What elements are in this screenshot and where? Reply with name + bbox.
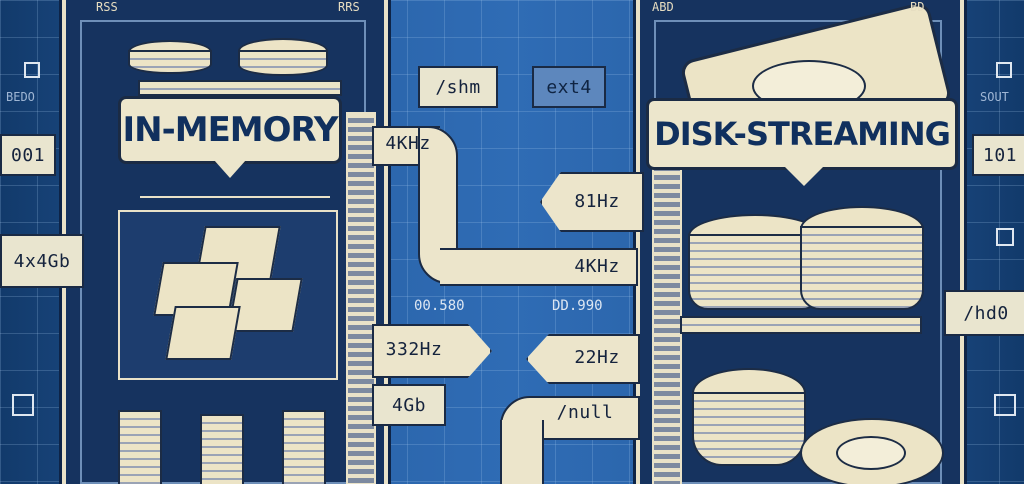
code-label-right: DD.990: [552, 298, 603, 314]
left-arrow-icon: [526, 334, 640, 384]
memory-module-icon: [118, 410, 162, 484]
side-text-right: SOUT: [980, 90, 1009, 104]
code-label-left: 00.580: [414, 298, 465, 314]
side-text-left: BEDO: [6, 90, 35, 104]
top-text-bd: BD: [910, 0, 925, 14]
rate-label-81hz: 81Hz: [574, 190, 620, 212]
disk-stack-icon: [800, 226, 924, 310]
schematic-box-icon: [996, 228, 1014, 246]
memory-rail: [138, 80, 342, 96]
flow-arrow-shaft: [440, 248, 638, 286]
schematic-box-icon: [994, 394, 1016, 416]
right-ladder-rail: [652, 160, 682, 484]
top-text-rss: RSS: [96, 0, 118, 14]
path-label-shm: /shm: [418, 66, 498, 108]
memory-disk-stack-icon: [238, 50, 328, 76]
memory-size-label: 4x4Gb: [0, 234, 84, 288]
disk-streaming-title: DISK-STREAMING: [646, 98, 958, 170]
top-text-rrs: RRS: [338, 0, 360, 14]
disk-stack-icon: [688, 234, 822, 310]
path-label-null: /null: [556, 401, 614, 423]
memory-module-icon: [200, 414, 244, 484]
memory-module-icon: [282, 410, 326, 484]
callout-pointer: [784, 166, 824, 186]
schematic-box-icon: [12, 394, 34, 416]
rate-label-332hz: 332Hz: [385, 338, 443, 360]
memory-disk-stack-icon: [128, 50, 212, 74]
right-arrow-icon: [372, 324, 492, 378]
rate-label-4khz-bottom: 4KHz: [574, 255, 620, 277]
memory-cube-icon: [227, 278, 303, 332]
flow-arrow-shaft: [500, 420, 544, 484]
device-label-hd0: /hd0: [944, 290, 1024, 336]
callout-pointer: [214, 160, 246, 178]
size-label-4gb: 4Gb: [372, 384, 446, 426]
memory-bus-line: [140, 196, 330, 198]
fs-label-ext4: ext4: [532, 66, 606, 108]
in-memory-title: IN-MEMORY: [118, 96, 342, 164]
disk-stack-icon: [692, 392, 806, 466]
spindle-icon: [836, 436, 906, 470]
left-arrow-icon: [540, 172, 644, 232]
top-text-abd: ABD: [652, 0, 674, 14]
binary-label-right: 101: [972, 134, 1024, 176]
rate-label-4khz-top: 4KHz: [385, 132, 431, 154]
schematic-box-icon: [24, 62, 40, 78]
memory-cube-icon: [165, 306, 241, 360]
schematic-box-icon: [996, 62, 1012, 78]
binary-label-left: 001: [0, 134, 56, 176]
disk-tray: [680, 316, 922, 334]
left-ladder-rail: [346, 112, 376, 484]
rate-label-22hz: 22Hz: [574, 346, 620, 368]
